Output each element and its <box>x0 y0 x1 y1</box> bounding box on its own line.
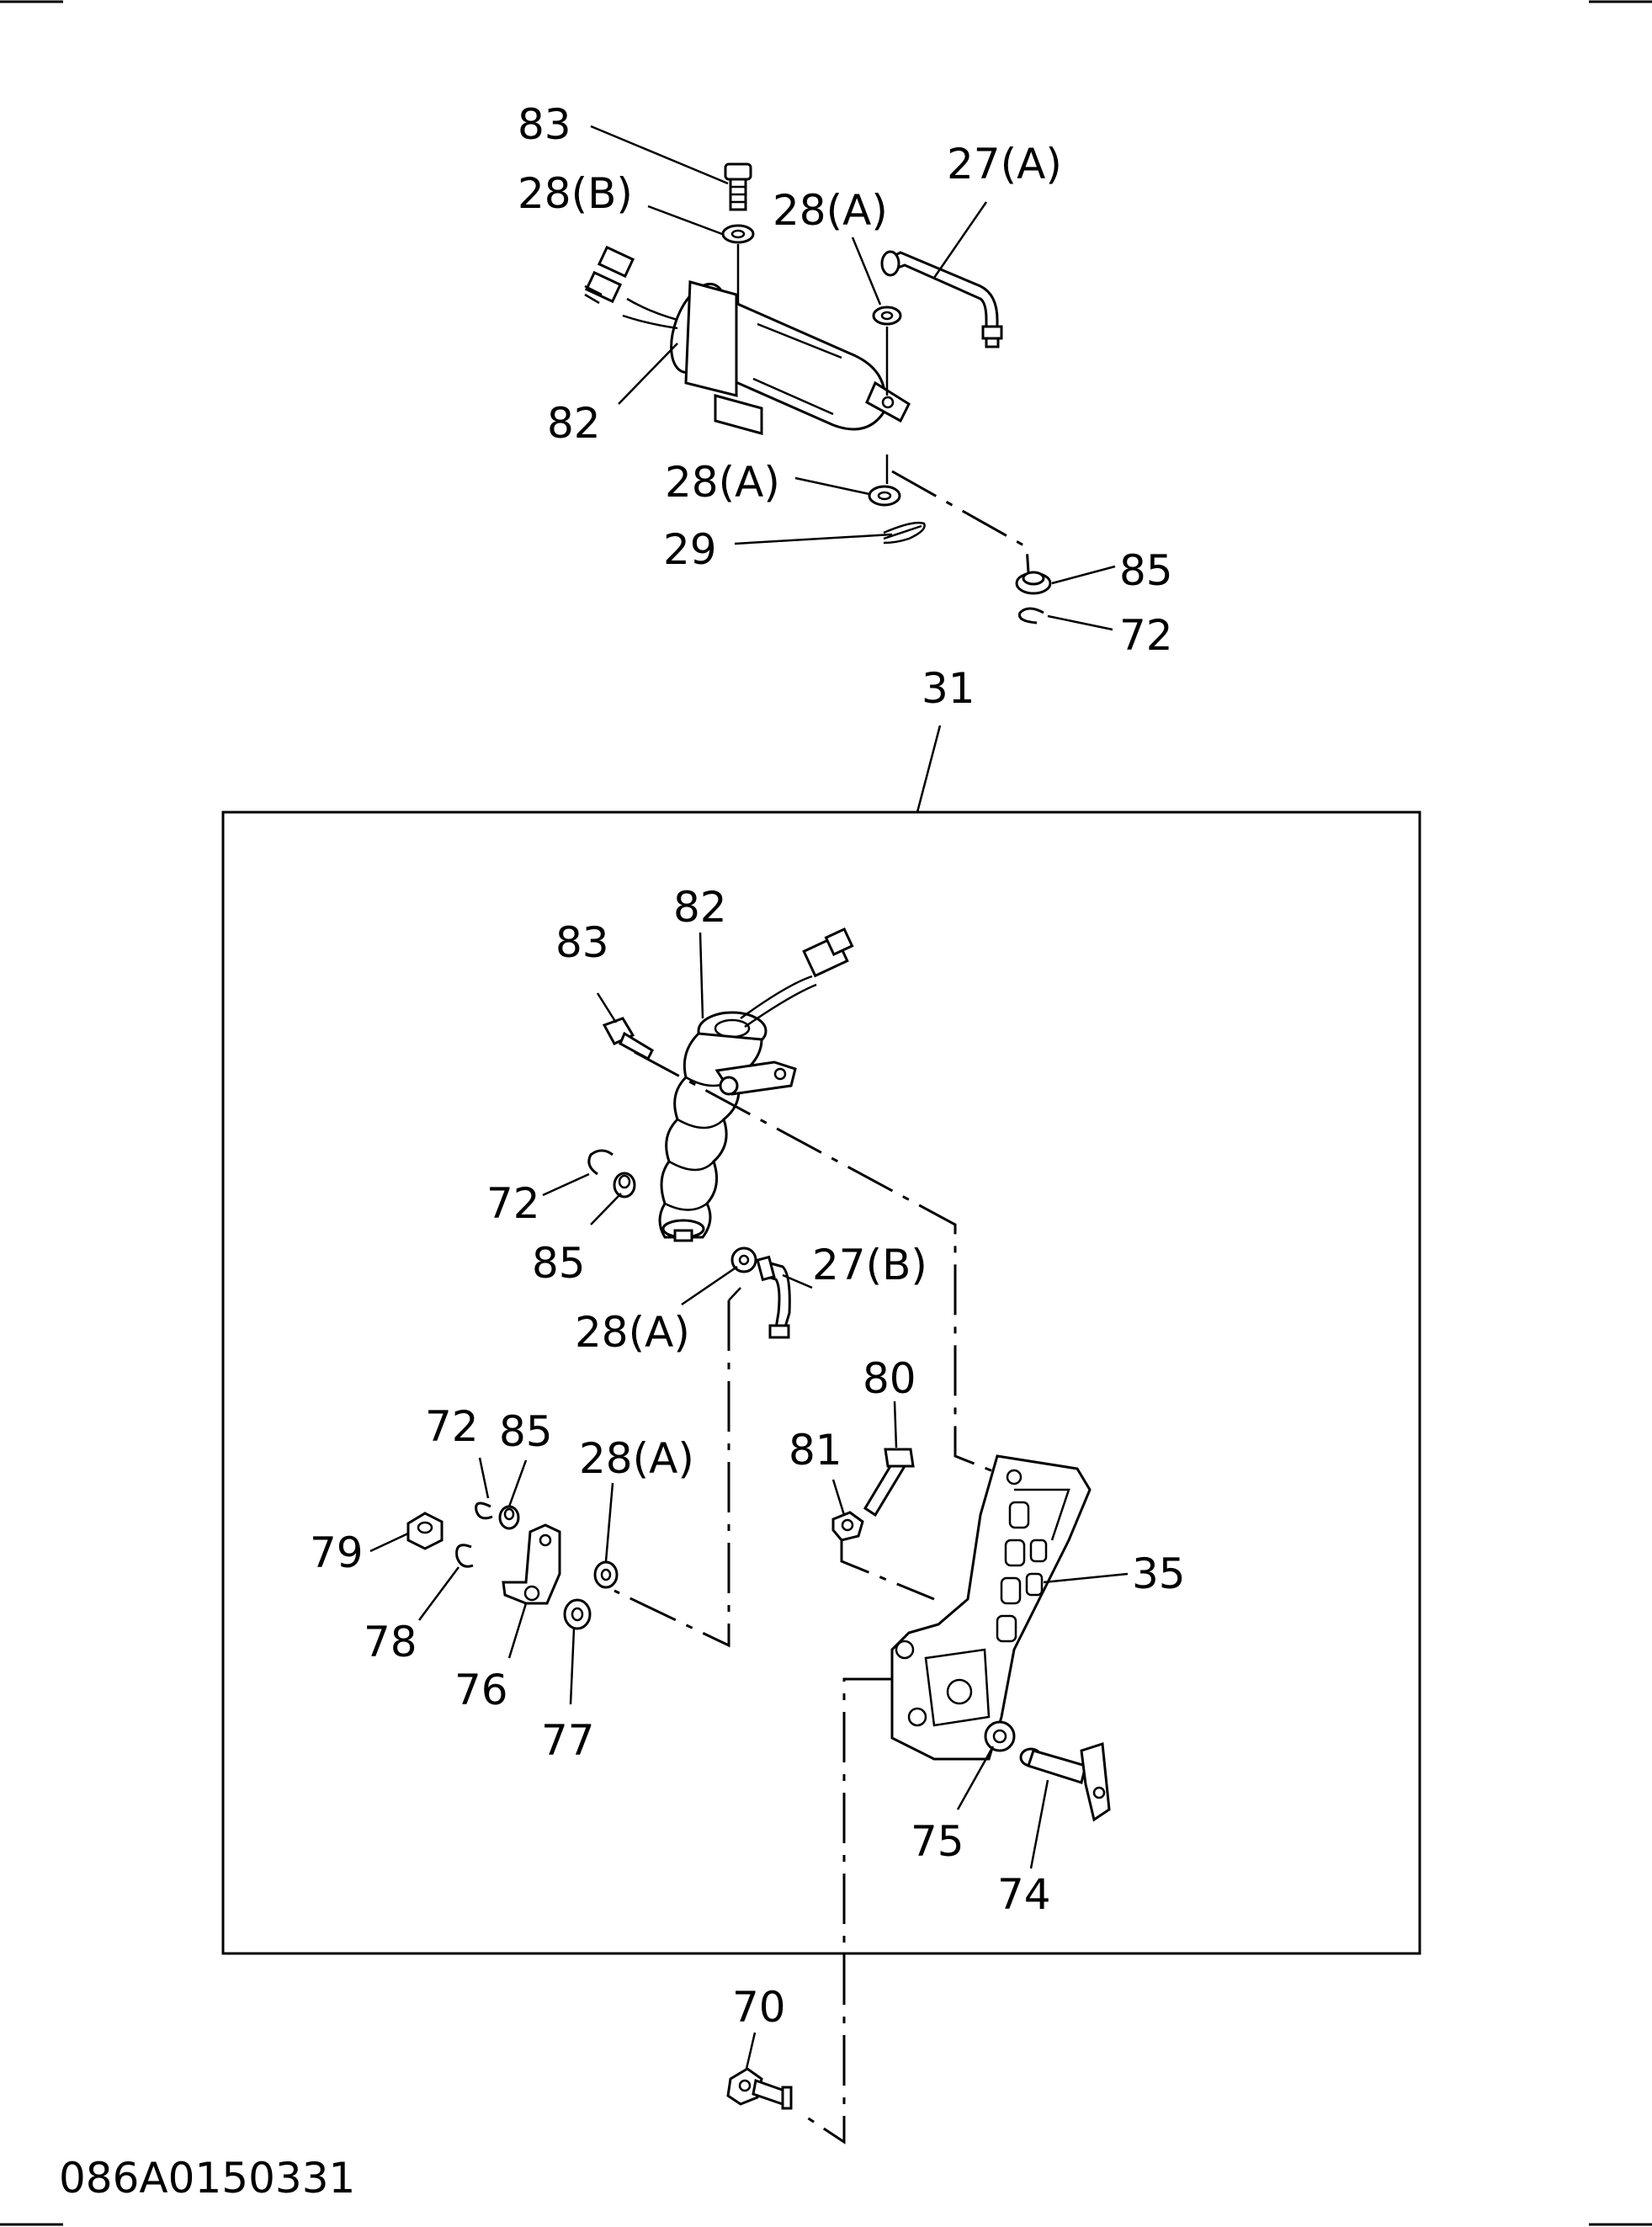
clip-72-box-lower <box>475 1501 493 1520</box>
box-assembly <box>406 927 1111 1822</box>
washer-28a-middle <box>868 485 901 507</box>
label-72-upper: 72 <box>1119 611 1173 660</box>
upper-leaders <box>590 125 1116 631</box>
label-29: 29 <box>663 525 717 574</box>
washer-28a-box-lower <box>593 1560 619 1589</box>
label-82-box: 82 <box>673 883 727 932</box>
label-78: 78 <box>364 1618 417 1666</box>
wire-harness-box <box>740 927 854 1028</box>
label-27b: 27(B) <box>812 1241 927 1289</box>
label-27a: 27(A) <box>947 140 1062 189</box>
label-79: 79 <box>310 1528 364 1577</box>
pipe-27b <box>756 1255 791 1339</box>
clip-72-upper <box>1017 607 1044 625</box>
label-72-box-upper: 72 <box>486 1179 540 1228</box>
drawing-number: 086A0150331 <box>59 2154 355 2203</box>
label-80: 80 <box>863 1354 916 1403</box>
label-81: 81 <box>789 1426 842 1475</box>
cap-85-box-upper <box>613 1172 636 1199</box>
label-72-box-lower: 72 <box>425 1402 479 1451</box>
washer-28b <box>721 224 755 244</box>
label-75: 75 <box>911 1817 964 1866</box>
bolt-83-box <box>602 1017 654 1061</box>
bracket-35 <box>890 1454 1092 1761</box>
bracket-76 <box>502 1523 561 1605</box>
clip-78 <box>455 1544 474 1568</box>
washer-28a-box-upper <box>730 1246 757 1273</box>
upper-assembly <box>584 162 1052 625</box>
pipe-27a <box>880 250 1003 348</box>
assembly-lines <box>614 1050 998 2145</box>
washer-75 <box>984 1720 1016 1752</box>
label-28a-box-upper: 28(A) <box>575 1308 690 1357</box>
label-83-upper: 83 <box>518 100 571 149</box>
washer-28a-top <box>872 306 902 326</box>
group-31-frame <box>221 811 1421 1955</box>
wire-harness-upper <box>584 245 678 330</box>
bolt-80 <box>863 1448 915 1517</box>
label-31-group: 31 <box>922 664 975 713</box>
box-leaders <box>369 932 1129 1869</box>
label-35: 35 <box>1132 1549 1186 1598</box>
label-28a-middle: 28(A) <box>665 458 780 507</box>
bolt-70 <box>726 2067 793 2110</box>
label-85-box-lower: 85 <box>499 1407 553 1456</box>
cotter-pin-29 <box>883 521 926 545</box>
label-76: 76 <box>454 1666 508 1714</box>
label-82-upper: 82 <box>547 399 601 448</box>
label-74: 74 <box>997 1870 1051 1919</box>
label-77: 77 <box>541 1716 595 1765</box>
group-31-leader <box>916 725 942 813</box>
cap-85-upper <box>1015 571 1052 595</box>
actuator-82-box <box>658 1011 797 1242</box>
label-83-box: 83 <box>555 918 609 967</box>
leader-70 <box>745 2032 757 2070</box>
label-28a-box-lower: 28(A) <box>579 1434 694 1483</box>
label-70: 70 <box>732 1983 786 2032</box>
label-28b-upper: 28(B) <box>518 169 633 218</box>
nut-79 <box>406 1512 444 1550</box>
nut-81 <box>831 1511 864 1542</box>
lever-shaft-74 <box>1019 1742 1111 1822</box>
washer-77 <box>563 1598 592 1630</box>
label-85-box-upper: 85 <box>532 1239 586 1288</box>
label-85-upper: 85 <box>1119 546 1173 595</box>
actuator-82-upper <box>670 280 911 435</box>
cap-85-box-lower <box>498 1505 520 1530</box>
bolt-83-upper <box>724 162 752 211</box>
label-28a-top: 28(A) <box>773 186 888 235</box>
clip-72-box-upper <box>587 1149 614 1176</box>
